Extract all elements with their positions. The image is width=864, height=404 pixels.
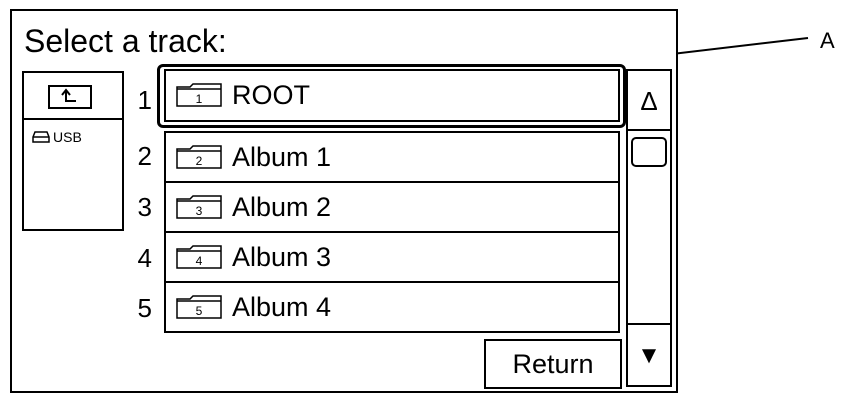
folder-icon: 3 [176, 195, 222, 219]
track-row-root[interactable]: 1 ROOT [164, 69, 620, 122]
track-name: Album 1 [232, 142, 332, 172]
svg-text:5: 5 [196, 304, 203, 318]
track-select-screen: Select a track: USB 1 2 3 4 5 1 ROOT [10, 9, 678, 393]
folder-icon: 4 [176, 245, 222, 269]
track-number: 1 [137, 85, 152, 115]
source-usb[interactable]: USB [32, 129, 82, 145]
svg-text:4: 4 [196, 254, 203, 268]
track-row[interactable]: 2 Album 1 [164, 131, 620, 181]
scroll-thumb[interactable] [631, 137, 667, 167]
track-name: Album 4 [232, 292, 332, 322]
divider [24, 118, 122, 120]
track-number: 5 [137, 293, 152, 323]
folder-icon: 5 [176, 295, 222, 319]
folder-icon: 2 [176, 145, 222, 169]
folder-up-button[interactable] [48, 85, 92, 109]
track-number: 3 [137, 192, 152, 222]
page-title: Select a track: [24, 23, 227, 59]
track-row[interactable]: 3 Album 2 [164, 181, 620, 231]
track-number: 4 [137, 243, 152, 273]
callout-label: A [820, 28, 835, 53]
svg-text:3: 3 [196, 204, 203, 218]
track-row[interactable]: 5 Album 4 [164, 281, 620, 333]
selection-highlight [157, 64, 626, 128]
folder-icon: 1 [176, 83, 222, 107]
return-button[interactable]: Return [484, 339, 622, 389]
usb-label: USB [53, 129, 82, 145]
track-name: Album 3 [232, 242, 332, 272]
scroll-up-button[interactable]: Δ [628, 71, 670, 131]
folder-up-icon [61, 88, 76, 102]
svg-text:1: 1 [196, 92, 203, 106]
source-panel: USB [22, 71, 124, 231]
track-row[interactable]: 4 Album 3 [164, 231, 620, 281]
scroll-down-button[interactable]: ▼ [628, 323, 670, 385]
svg-text:2: 2 [196, 154, 203, 168]
track-number: 2 [137, 141, 152, 171]
usb-drive-icon [32, 131, 50, 143]
track-name: ROOT [232, 80, 310, 110]
track-name: Album 2 [232, 192, 332, 222]
scrollbar[interactable]: Δ ▼ [626, 69, 672, 387]
